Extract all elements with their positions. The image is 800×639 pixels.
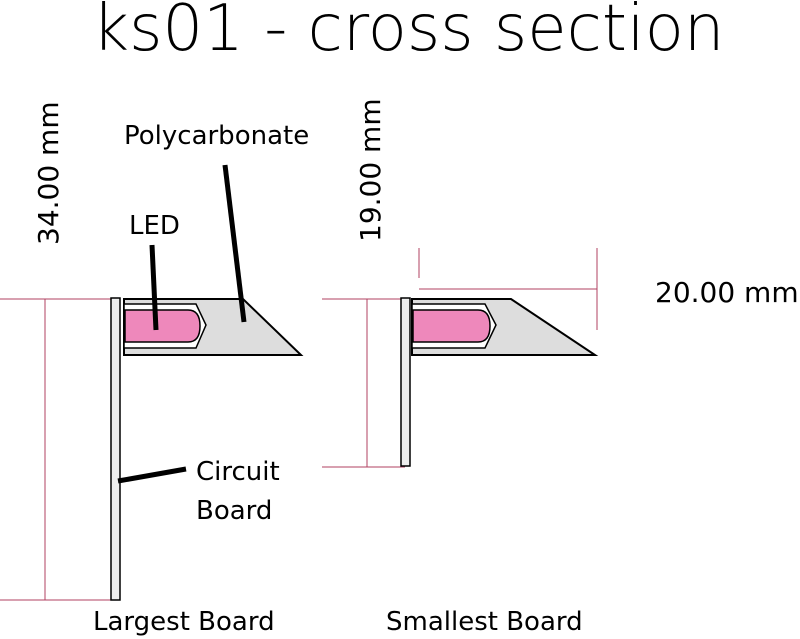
circuit-board-label-line2: Board bbox=[196, 496, 272, 526]
polycarbonate-leader bbox=[222, 164, 247, 323]
circuit-board-label-line1: Circuit bbox=[196, 457, 280, 487]
led-label: LED bbox=[129, 211, 180, 241]
polycarbonate-label: Polycarbonate bbox=[124, 121, 309, 151]
page-title: ks01 - cross section bbox=[92, 0, 724, 66]
led-small bbox=[412, 309, 491, 343]
small-height-dimension: 19.00 mm bbox=[354, 98, 387, 242]
led-leader bbox=[149, 244, 159, 331]
circuit-board-large bbox=[110, 297, 121, 601]
circuit-board-small bbox=[400, 297, 411, 467]
large-height-dimension: 34.00 mm bbox=[32, 101, 65, 245]
circuit-board-leader bbox=[117, 466, 187, 484]
largest-board-label: Largest Board bbox=[93, 607, 275, 637]
smallest-board-label: Smallest Board bbox=[386, 607, 583, 637]
led-large bbox=[124, 309, 201, 343]
width-dimension: 20.00 mm bbox=[655, 276, 799, 309]
